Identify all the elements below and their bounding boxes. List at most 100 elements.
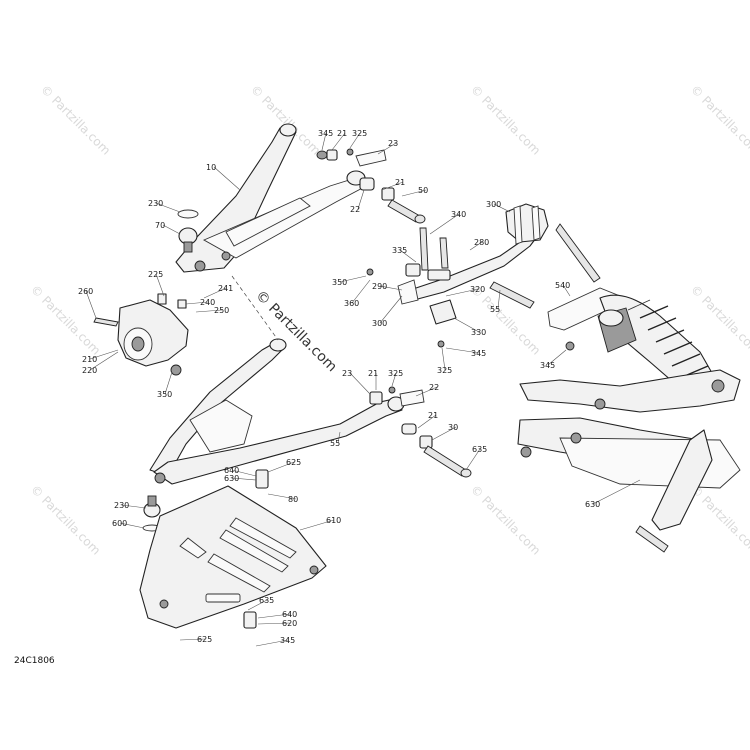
callout-number: 640 bbox=[224, 466, 239, 475]
callout-number: 241 bbox=[218, 284, 233, 293]
callout-number: 210 bbox=[82, 355, 97, 364]
callout-leader-line bbox=[415, 386, 438, 397]
callout-number: 630 bbox=[224, 474, 239, 483]
callout-number: 540 bbox=[555, 281, 570, 290]
callout-number: 600 bbox=[112, 519, 127, 528]
callout-number: 260 bbox=[78, 287, 93, 296]
callout-number: 610 bbox=[326, 516, 341, 525]
callout-number: 350 bbox=[332, 278, 347, 287]
callout-number: 350 bbox=[157, 390, 172, 399]
callout-number: 340 bbox=[451, 210, 466, 219]
callout-leader-line bbox=[562, 284, 571, 297]
callout-leader-line bbox=[89, 349, 119, 360]
callout-leader-line bbox=[469, 241, 483, 251]
callout-leader-line bbox=[441, 347, 446, 371]
callout-number: 635 bbox=[472, 445, 487, 454]
callout-leader-line bbox=[119, 522, 145, 529]
callout-number: 10 bbox=[206, 163, 216, 172]
callout-number: 23 bbox=[342, 369, 352, 378]
callout-number: 345 bbox=[318, 129, 333, 138]
callout-number: 70 bbox=[155, 221, 165, 230]
callout-number: 21 bbox=[368, 369, 378, 378]
callout-number: 345 bbox=[280, 636, 295, 645]
callout-leader-line bbox=[231, 477, 257, 481]
callout-leader-line bbox=[379, 295, 403, 324]
callout-number: 225 bbox=[148, 270, 163, 279]
callout-number: 230 bbox=[114, 501, 129, 510]
right-assembled-suspension bbox=[517, 369, 741, 553]
watermark: © Partzilla.com bbox=[28, 482, 103, 557]
callout-leader-line bbox=[379, 285, 403, 291]
callout-leader-line bbox=[592, 479, 641, 505]
callout-layer: 345 21 325 23 10 21 50 230 22 340 300 70 335 280 225 35… bbox=[78, 129, 641, 647]
watermark: © Partzilla.com bbox=[688, 82, 750, 157]
callout-leader-line bbox=[89, 351, 119, 371]
callout-number: 325 bbox=[388, 369, 403, 378]
callout-number: 240 bbox=[200, 298, 215, 307]
callout-number: 640 bbox=[282, 610, 297, 619]
callout-number: 250 bbox=[214, 306, 229, 315]
callout-leader-line bbox=[121, 504, 147, 509]
callout-leader-line bbox=[247, 599, 268, 611]
callout-leader-line bbox=[357, 189, 365, 210]
callout-leader-line bbox=[381, 181, 404, 191]
callout-number: 55 bbox=[330, 439, 340, 448]
callout-number: 80 bbox=[288, 495, 298, 504]
callout-leader-line bbox=[497, 289, 501, 310]
callout-number: 635 bbox=[259, 596, 274, 605]
callout-leader-line bbox=[445, 288, 479, 297]
callout-number: 625 bbox=[197, 635, 212, 644]
callout-leader-line bbox=[351, 279, 371, 304]
callout-number: 280 bbox=[474, 238, 489, 247]
callout-leader-line bbox=[179, 638, 206, 641]
callout-number: 290 bbox=[372, 282, 387, 291]
callout-number: 21 bbox=[428, 411, 438, 420]
callout-leader-line bbox=[185, 301, 209, 305]
upper-ball-joint bbox=[177, 209, 199, 253]
callout-leader-line bbox=[155, 273, 165, 297]
watermark: © Partzilla.com bbox=[38, 82, 113, 157]
callout-number: 21 bbox=[337, 129, 347, 138]
callout-number: 345 bbox=[540, 361, 555, 370]
steering-knuckle bbox=[93, 293, 189, 376]
callout-number: 50 bbox=[418, 186, 428, 195]
callout-number: 300 bbox=[372, 319, 387, 328]
callout-leader-line bbox=[391, 372, 397, 387]
callout-leader-line bbox=[267, 493, 297, 500]
diagram-code: 24C1806 bbox=[14, 656, 55, 666]
callout-number: 325 bbox=[352, 129, 367, 138]
callout-number: 335 bbox=[392, 246, 407, 255]
callout-leader-line bbox=[417, 414, 437, 429]
callout-leader-line bbox=[213, 166, 241, 191]
callout-leader-line bbox=[339, 275, 367, 283]
callout-number: 360 bbox=[344, 299, 359, 308]
callout-leader-line bbox=[162, 224, 181, 235]
callout-leader-line bbox=[337, 431, 341, 444]
watermark: © Partzilla.com bbox=[468, 482, 543, 557]
callout-number: 630 bbox=[585, 500, 600, 509]
callout-leader-line bbox=[299, 519, 335, 531]
sway-bar-link bbox=[489, 203, 601, 309]
callout-leader-line bbox=[453, 317, 480, 333]
callout-leader-line bbox=[85, 290, 97, 319]
callout-number: 330 bbox=[471, 328, 486, 337]
callout-number: 345 bbox=[471, 349, 486, 358]
watermark: © Partzilla.com bbox=[688, 282, 750, 357]
callout-number: 325 bbox=[437, 366, 452, 375]
callout-leader-line bbox=[349, 372, 371, 395]
callout-number: 22 bbox=[350, 205, 360, 214]
callout-leader-line bbox=[321, 132, 327, 151]
callout-leader-line bbox=[267, 461, 295, 473]
callout-number: 625 bbox=[286, 458, 301, 467]
watermark: © Partzilla.com bbox=[468, 82, 543, 157]
upper-a-arm bbox=[175, 123, 371, 273]
callout-number: 300 bbox=[486, 200, 501, 209]
callout-number: 23 bbox=[388, 139, 398, 148]
callout-leader-line bbox=[493, 203, 511, 213]
callout-leader-line bbox=[164, 371, 173, 395]
callout-leader-line bbox=[431, 426, 457, 441]
callout-number: 21 bbox=[395, 178, 405, 187]
callout-leader-line bbox=[349, 132, 361, 149]
